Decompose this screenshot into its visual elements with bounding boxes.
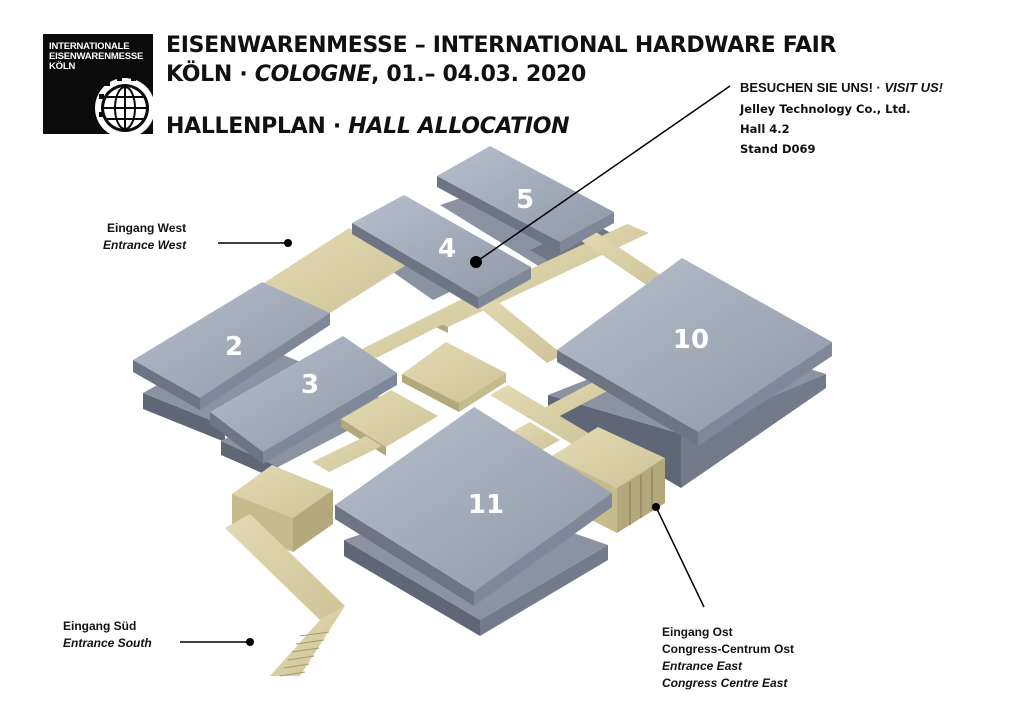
visit-heading-de: BESUCHEN SIE UNS! ·: [740, 80, 885, 95]
congress-centre-en: Congress Centre East: [662, 676, 788, 690]
city-de: KÖLN ·: [166, 62, 255, 87]
visit-us-block: BESUCHEN SIE UNS! · VISIT US! Jelley Tec…: [740, 80, 943, 159]
logo-line-1: INTERNATIONALE: [49, 41, 130, 52]
globe-gear-icon: [95, 76, 153, 134]
fair-dates: , 01.– 04.03. 2020: [370, 62, 587, 87]
hall-label-10: 10: [673, 325, 709, 355]
logo-line-3: KÖLN: [49, 61, 76, 72]
entrance-south-de: Eingang Süd: [63, 619, 137, 633]
entrance-west-label: Eingang West Entrance West: [103, 220, 186, 254]
central-plaza: [402, 342, 506, 403]
fair-date-line: KÖLN · COLOGNE, 01.– 04.03. 2020: [166, 62, 586, 87]
hall-number: Hall 4.2: [740, 122, 790, 136]
hall-3: [210, 336, 397, 464]
hall-plan-title: HALLENPLAN · HALL ALLOCATION: [166, 114, 570, 139]
hall-11: [335, 407, 612, 606]
hall-label-2: 2: [225, 332, 243, 362]
messe-logo: INTERNATIONALE EISENWARENMESSE KÖLN: [43, 34, 153, 134]
visit-heading-en: VISIT US!: [884, 80, 943, 95]
entrance-west-en: Entrance West: [103, 238, 187, 252]
entrance-east-en: Entrance East: [662, 659, 743, 673]
hall-label-5: 5: [516, 185, 534, 215]
entrance-west-plaza: [264, 228, 411, 313]
halls: [133, 146, 832, 606]
entrance-south-en: Entrance South: [63, 636, 152, 650]
hall-label-4: 4: [438, 234, 456, 264]
stand-number: Stand D069: [740, 142, 816, 156]
visit-heading: BESUCHEN SIE UNS! · VISIT US!: [740, 80, 943, 95]
hall-4: [352, 195, 531, 309]
fair-title: EISENWARENMESSE – INTERNATIONAL HARDWARE…: [166, 33, 837, 58]
hall-10: [557, 258, 832, 446]
logo-line-2: EISENWARENMESSE: [49, 51, 144, 62]
entrance-south-label: Eingang Süd Entrance South: [63, 618, 152, 652]
south-entrance-building: [232, 465, 333, 518]
entrance-west-de: Eingang West: [107, 221, 187, 235]
congress-centre-east: [552, 427, 665, 488]
company-name: Jelley Technology Co., Ltd.: [740, 102, 911, 116]
hall-2: [133, 282, 330, 410]
hall-label-3: 3: [301, 370, 319, 400]
hallenplan-label: HALLENPLAN ·: [166, 114, 349, 139]
entrance-east-de: Eingang Ost: [662, 625, 733, 639]
congress-centre-de: Congress-Centrum Ost: [662, 642, 795, 656]
south-stairs: [270, 606, 345, 676]
leader-lines: [180, 85, 731, 646]
entrance-east-label: Eingang Ost Congress-Centrum Ost Entranc…: [662, 624, 794, 692]
city-en: COLOGNE: [254, 62, 371, 87]
stand-location-marker: [470, 256, 482, 268]
hall-label-11: 11: [468, 490, 504, 520]
hall-allocation-label: HALL ALLOCATION: [348, 114, 570, 139]
hall-5: [437, 146, 614, 253]
